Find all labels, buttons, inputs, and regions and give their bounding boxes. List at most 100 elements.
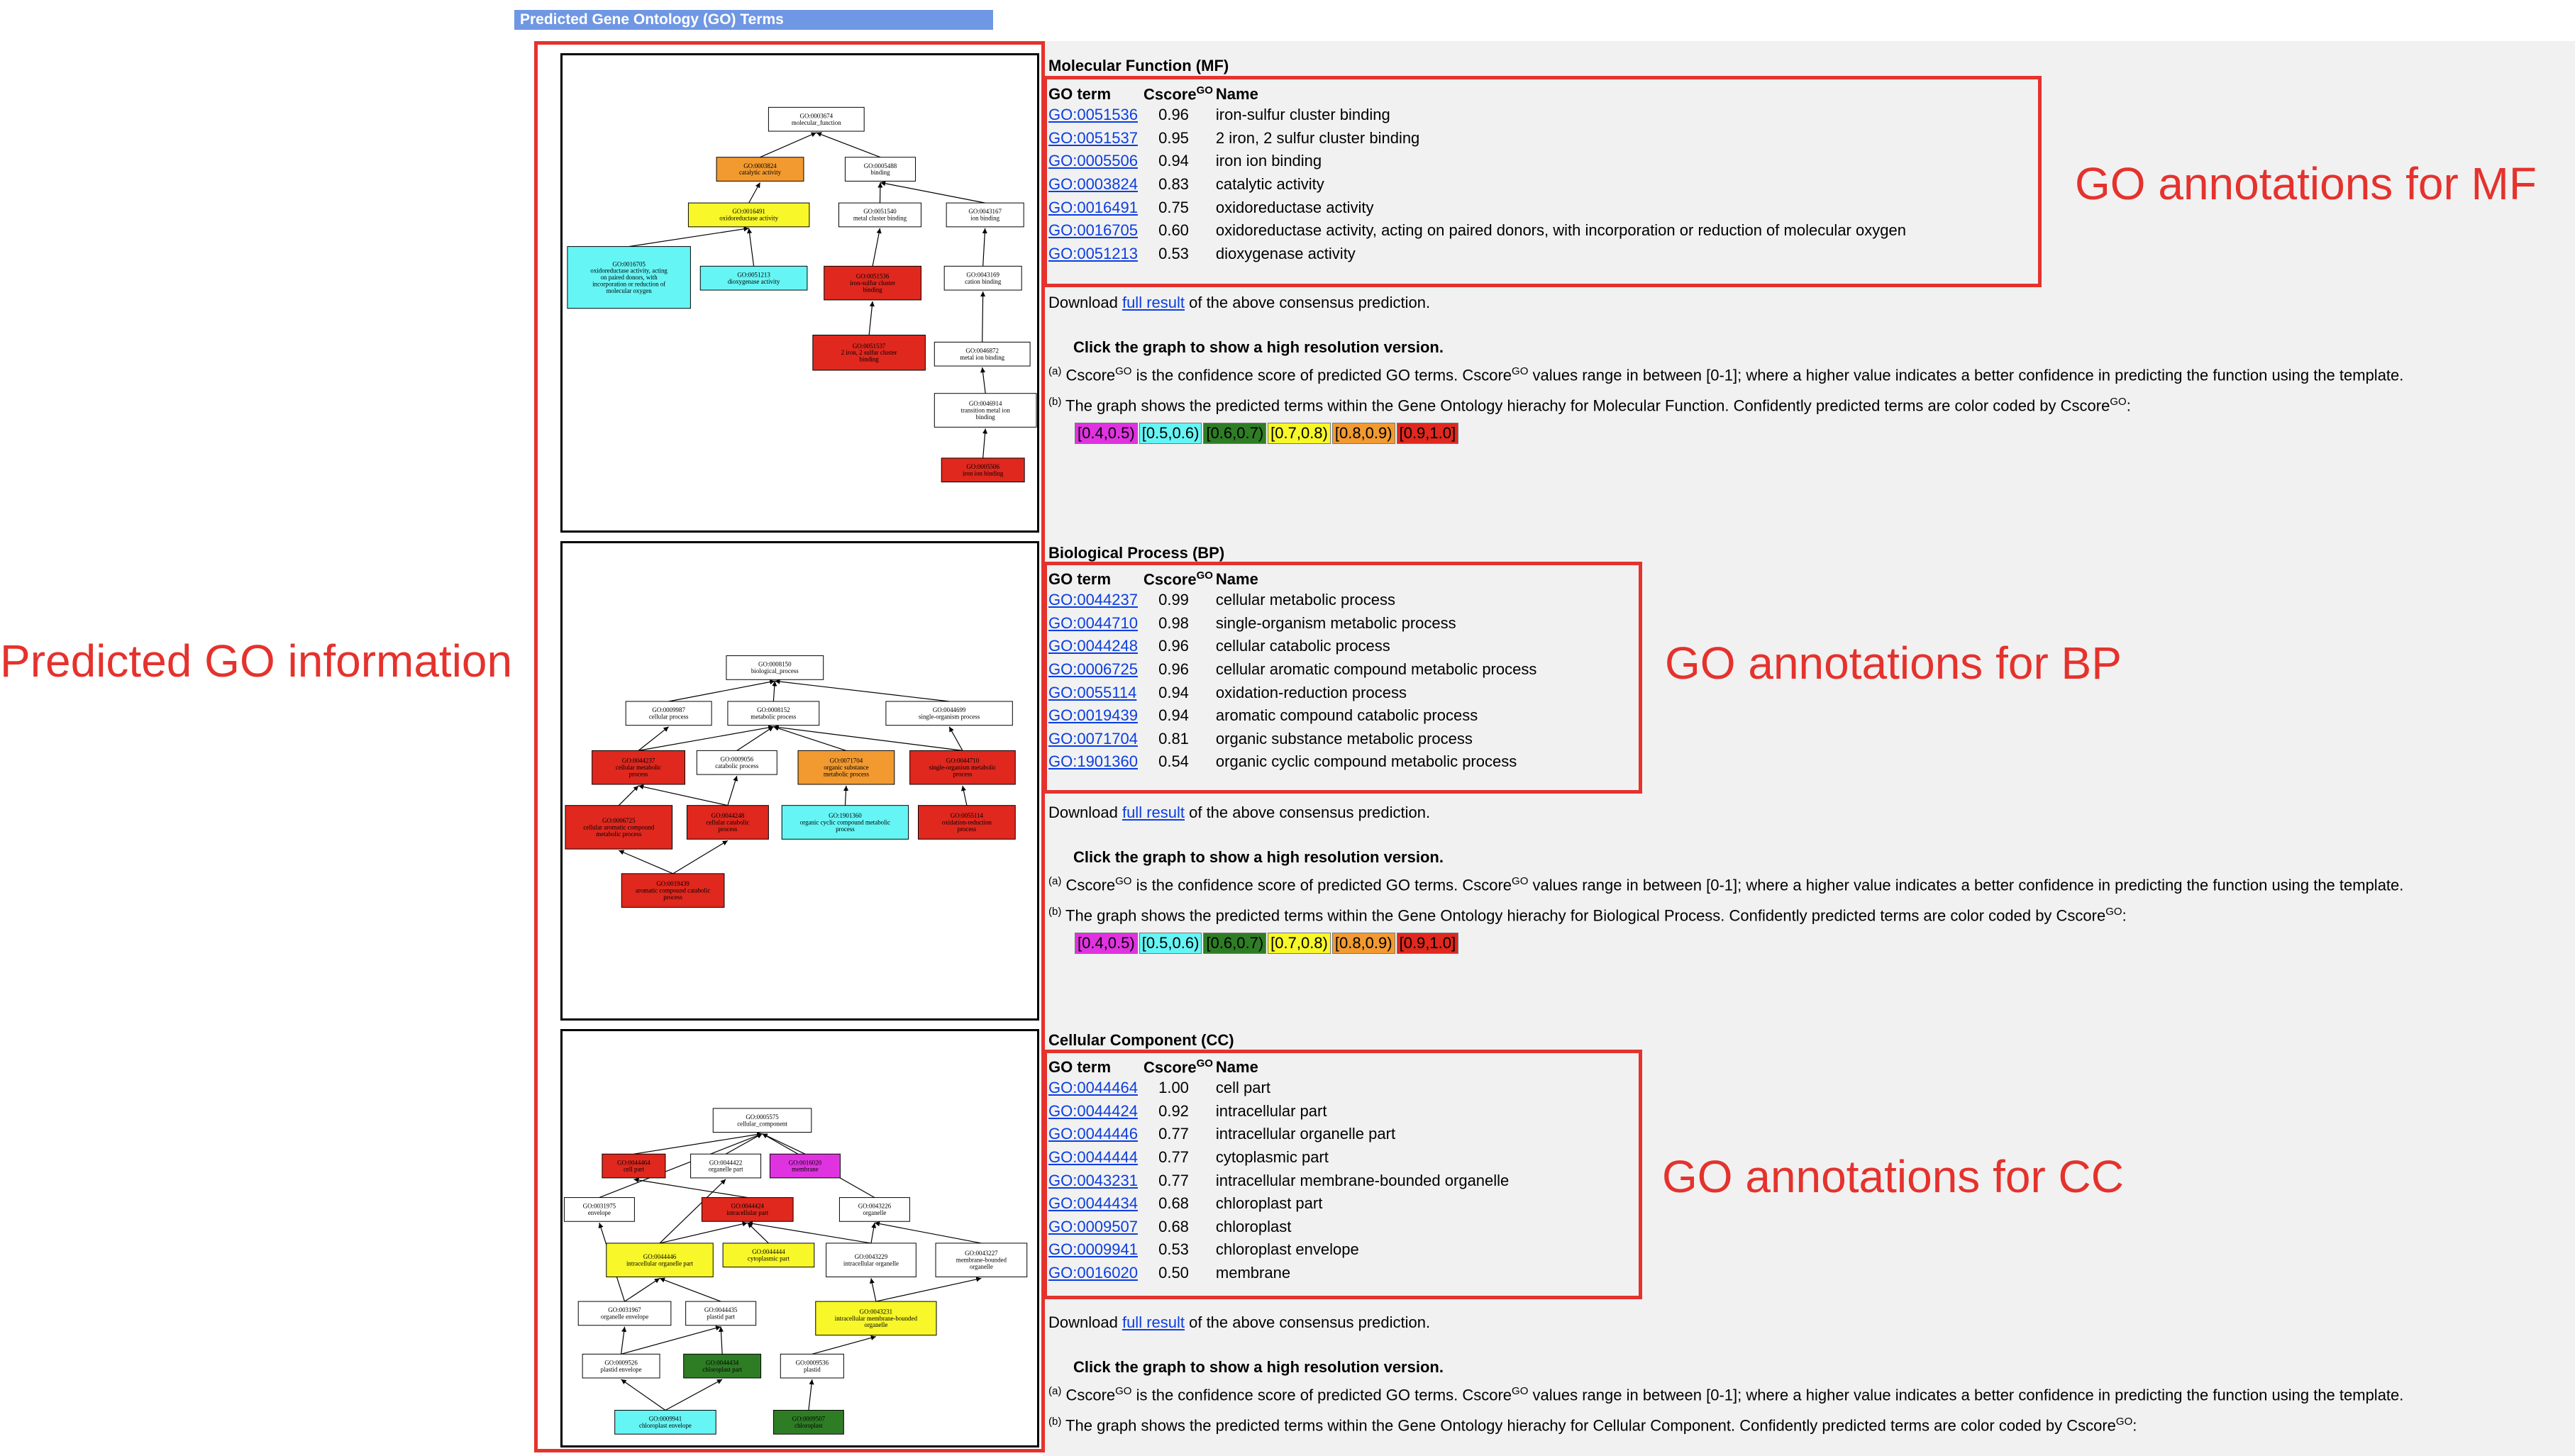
go-term-cell: GO:0009507 [1048,1216,1143,1239]
go-term-link[interactable]: GO:0016020 [1048,1264,1138,1282]
go-term-link[interactable]: GO:0044424 [1048,1101,1138,1120]
go-term-link[interactable]: GO:0071704 [1048,729,1138,748]
cc-full-result-link[interactable]: full result [1122,1313,1185,1331]
go-term-link[interactable]: GO:0044248 [1048,637,1138,655]
go-term-link[interactable]: GO:0044710 [1048,613,1138,632]
go-term-link[interactable]: GO:0051536 [1048,106,1138,124]
graph-edges [598,1132,982,1411]
mf-full-result-link[interactable]: full result [1122,294,1185,311]
graph-node-box [582,1353,660,1379]
graph-node-box [838,202,921,228]
name-cell: cell part [1215,1079,1270,1097]
go-term-link[interactable]: GO:0051537 [1048,128,1138,147]
go-term-link[interactable]: GO:1901360 [1048,752,1138,771]
go-term-link[interactable]: GO:0005506 [1048,152,1138,170]
go-term-link[interactable]: GO:0044444 [1048,1148,1138,1167]
name-cell: oxidoreductase activity, acting on paire… [1215,221,1906,240]
mf-note-a: (a) CscoreGO is the confidence score of … [1048,365,2404,384]
go-term-link[interactable]: GO:0044237 [1048,591,1138,609]
go-term-link[interactable]: GO:0016705 [1048,221,1138,240]
mf-legend: [0.4,0.5)[0.5,0.6)[0.6,0.7)[0.7,0.8)[0.8… [1075,423,1460,444]
go-term-link[interactable]: GO:0051213 [1048,244,1138,262]
go-term-link[interactable]: GO:0009941 [1048,1240,1138,1259]
go-term-link[interactable]: GO:0019439 [1048,706,1138,725]
legend-swatch: [0.5,0.6) [1139,423,1202,444]
go-term-link[interactable]: GO:0044434 [1048,1194,1138,1213]
go-term-link[interactable]: GO:0006725 [1048,660,1138,679]
go-term-link[interactable]: GO:0055114 [1048,683,1137,701]
go-term-cell: GO:0016020 [1048,1262,1143,1285]
name-cell: cellular metabolic process [1215,591,1396,609]
graph-edge [880,181,985,204]
bp-full-result-link[interactable]: full result [1122,804,1185,821]
go-term-link[interactable]: GO:0044446 [1048,1125,1138,1143]
go-term-link[interactable]: GO:0043231 [1048,1171,1138,1189]
graph-edge [747,1222,769,1244]
go-term-link[interactable]: GO:0044464 [1048,1079,1138,1097]
graph-node-box [621,873,725,908]
go-term-link[interactable]: GO:0003824 [1048,175,1138,194]
go-term-link[interactable]: GO:0009507 [1048,1217,1138,1235]
go-term-link[interactable]: GO:0016491 [1048,198,1138,216]
